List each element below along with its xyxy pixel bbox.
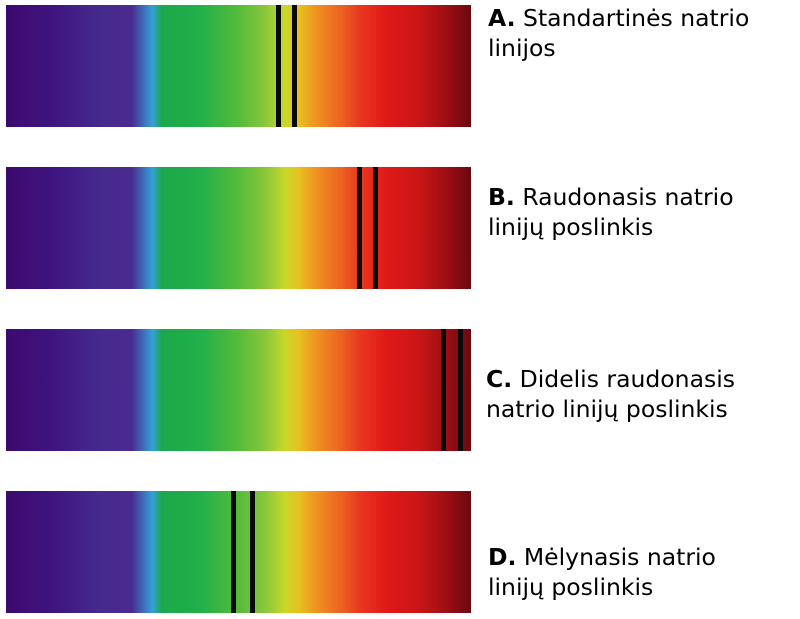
label-b-line1: Raudonasis natrio bbox=[514, 183, 734, 211]
label-c-line2: natrio linijų poslinkis bbox=[486, 395, 728, 423]
label-b: B. Raudonasis natrio linijų poslinkis bbox=[488, 182, 734, 242]
label-a: A. Standartinės natrio linijos bbox=[488, 3, 749, 63]
spectrum-d bbox=[6, 491, 471, 613]
label-c-letter: C. bbox=[486, 365, 513, 393]
sodium-line-c-2 bbox=[458, 329, 463, 451]
sodium-line-b-1 bbox=[357, 167, 362, 289]
label-d-letter: D. bbox=[488, 543, 517, 571]
label-a-line2: linijos bbox=[488, 34, 556, 62]
label-b-line2: linijų poslinkis bbox=[488, 213, 654, 241]
label-a-letter: A. bbox=[488, 4, 516, 32]
label-d: D. Mėlynasis natrio linijų poslinkis bbox=[488, 542, 716, 602]
sodium-line-b-2 bbox=[373, 167, 378, 289]
spectrum-b bbox=[6, 167, 471, 289]
label-c-line1: Didelis raudonasis bbox=[512, 365, 735, 393]
sodium-line-a-2 bbox=[292, 5, 297, 127]
sodium-line-a-1 bbox=[276, 5, 281, 127]
spectrum-a bbox=[6, 5, 471, 127]
label-d-line1: Mėlynasis natrio bbox=[516, 543, 716, 571]
sodium-line-c-1 bbox=[441, 329, 446, 451]
spectrum-c bbox=[6, 329, 471, 451]
label-a-line1: Standartinės natrio bbox=[515, 4, 750, 32]
sodium-line-d-2 bbox=[250, 491, 255, 613]
label-d-line2: linijų poslinkis bbox=[488, 573, 654, 601]
sodium-line-d-1 bbox=[231, 491, 236, 613]
label-c: C. Didelis raudonasis natrio linijų posl… bbox=[486, 364, 735, 424]
label-b-letter: B. bbox=[488, 183, 515, 211]
